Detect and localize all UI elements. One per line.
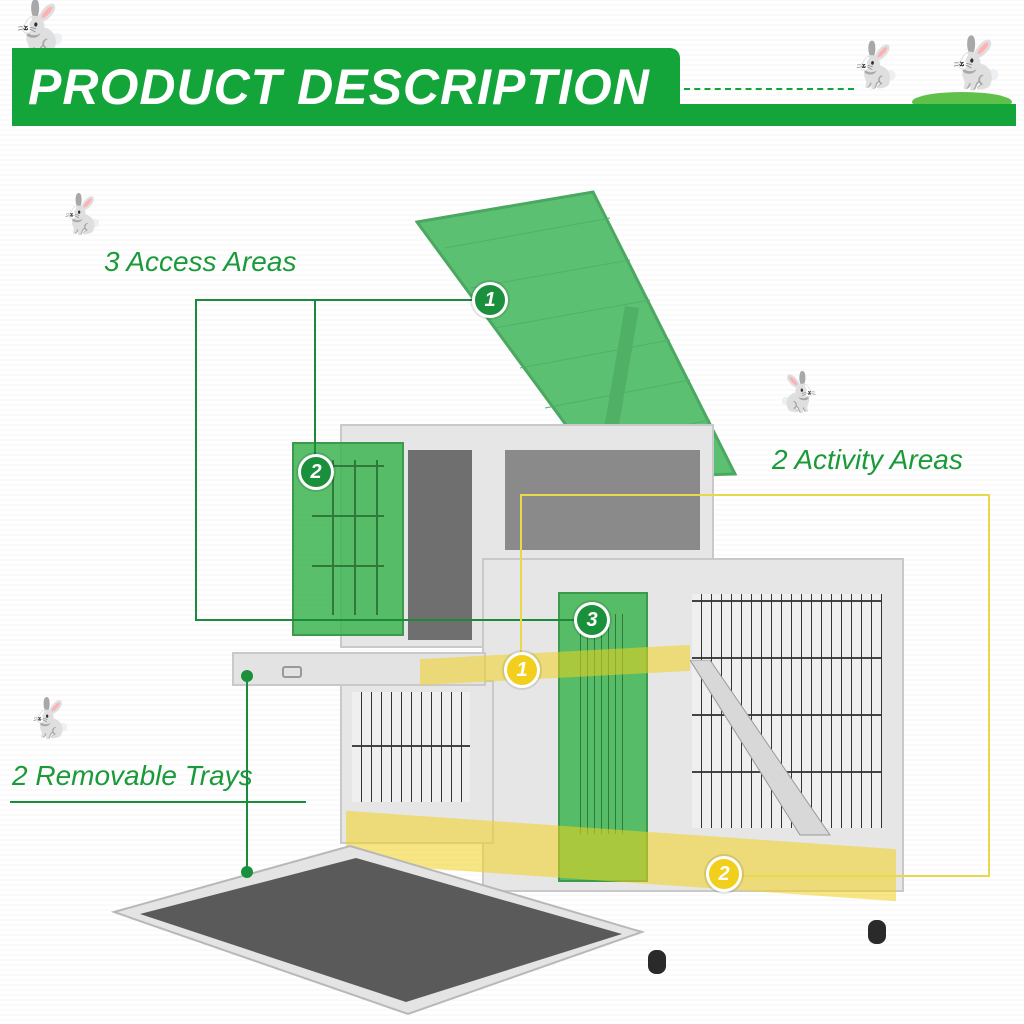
- activity-callout-line: [736, 875, 990, 877]
- caster-wheel: [648, 950, 666, 974]
- upper-interior: [408, 450, 472, 640]
- activity-callout-line: [988, 494, 990, 876]
- bottom-removable-tray: [110, 844, 646, 1016]
- run-mesh-left: [352, 692, 470, 802]
- sitting-bunny-illustration: 🐇: [848, 41, 903, 90]
- trays-callout-dot: [241, 670, 253, 682]
- activity-badge-2: 2: [706, 856, 742, 892]
- access-badge-3: 3: [574, 602, 610, 638]
- activity-callout-line: [520, 494, 522, 654]
- page-title: PRODUCT DESCRIPTION: [28, 59, 650, 115]
- activity-badge-1: 1: [504, 652, 540, 688]
- trays-callout-line: [246, 676, 248, 872]
- feature-label-removable-trays: 2 Removable Trays: [12, 760, 253, 791]
- running-bunny-icon: 🐇: [26, 698, 74, 740]
- trays-callout-dot: [241, 866, 253, 878]
- access-badge-1: 1: [472, 282, 508, 318]
- feature-label-activity-areas: 2 Activity Areas: [772, 444, 963, 475]
- banner-dashed-line: [684, 88, 854, 90]
- roof-lid: [415, 190, 738, 478]
- header-banner: PRODUCT DESCRIPTION: [12, 48, 1016, 126]
- tray-handle: [282, 666, 302, 678]
- activity-callout-line: [520, 494, 990, 496]
- running-bunny-icon: 🐇: [58, 194, 106, 236]
- upper-side-panel: [505, 450, 700, 550]
- access-callout-line: [195, 299, 197, 621]
- door-mesh: [574, 614, 628, 834]
- standing-bunny-illustration: 🐇: [944, 35, 1007, 91]
- ramp: [690, 660, 831, 836]
- caster-wheel: [868, 920, 886, 944]
- banner-bar: [12, 48, 680, 126]
- access-callout-line: [195, 299, 485, 301]
- access-badge-2: 2: [298, 454, 334, 490]
- upper-side-door: [292, 442, 404, 636]
- corner-bunny-illustration: 🐇: [8, 0, 71, 55]
- access-callout-line: [314, 299, 316, 459]
- feature-label-access-areas: 3 Access Areas: [104, 246, 297, 277]
- access-callout-line: [195, 619, 580, 621]
- trays-underline: [10, 801, 306, 803]
- running-bunny-icon: 🐇: [776, 372, 824, 414]
